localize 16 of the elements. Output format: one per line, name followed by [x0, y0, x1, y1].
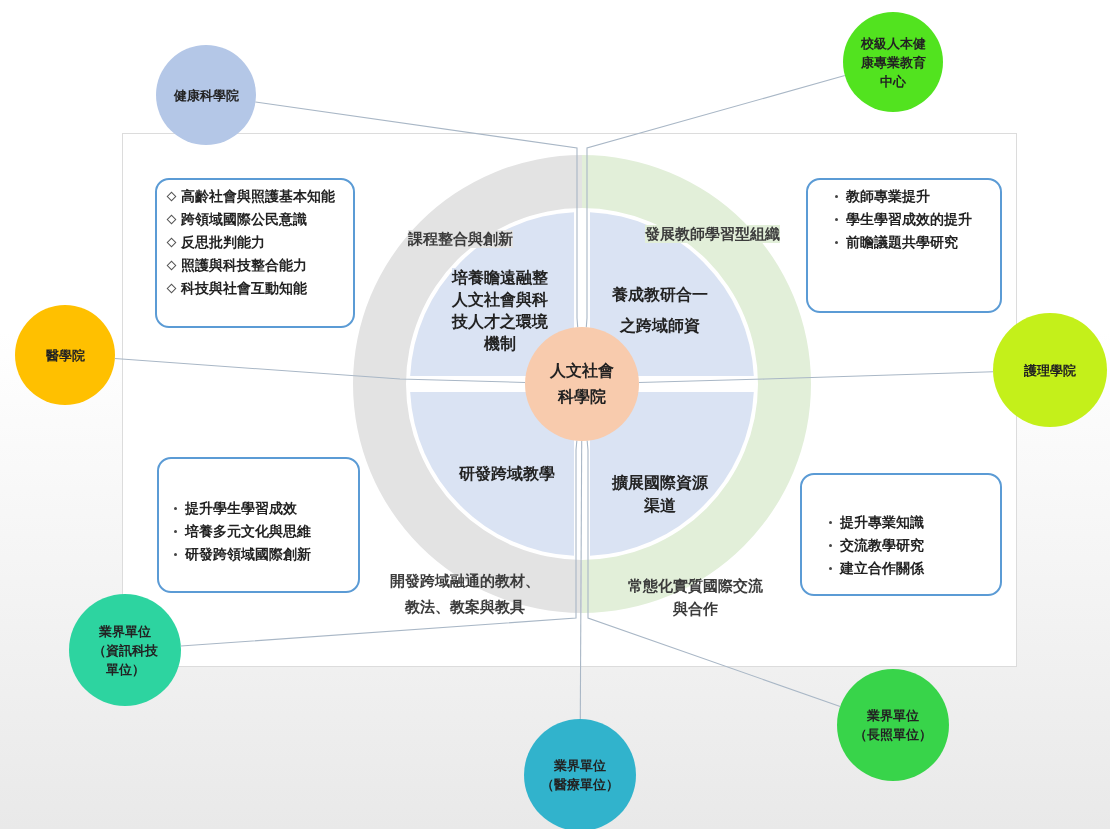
- ring-label: 常態化實質國際交流與合作: [627, 577, 763, 618]
- ring-label: 開發跨域融通的教材、教法、教案與教具: [390, 572, 540, 616]
- connector-line: [638, 371, 994, 383]
- ring-label: 發展教師學習型組織: [644, 225, 780, 243]
- list-box: [155, 178, 355, 328]
- connector-line: [180, 440, 578, 647]
- connector-line: [586, 440, 841, 707]
- list-box: [806, 178, 1002, 313]
- connector-line: [579, 440, 583, 720]
- list-box: [800, 473, 1002, 596]
- connector-line: [254, 101, 579, 328]
- ring-label: 課程整合與創新: [407, 230, 513, 248]
- connector-line: [585, 75, 846, 328]
- list-box: [157, 457, 360, 593]
- quadrant-label: 研發跨域教學: [459, 464, 555, 483]
- connector-line: [114, 358, 526, 383]
